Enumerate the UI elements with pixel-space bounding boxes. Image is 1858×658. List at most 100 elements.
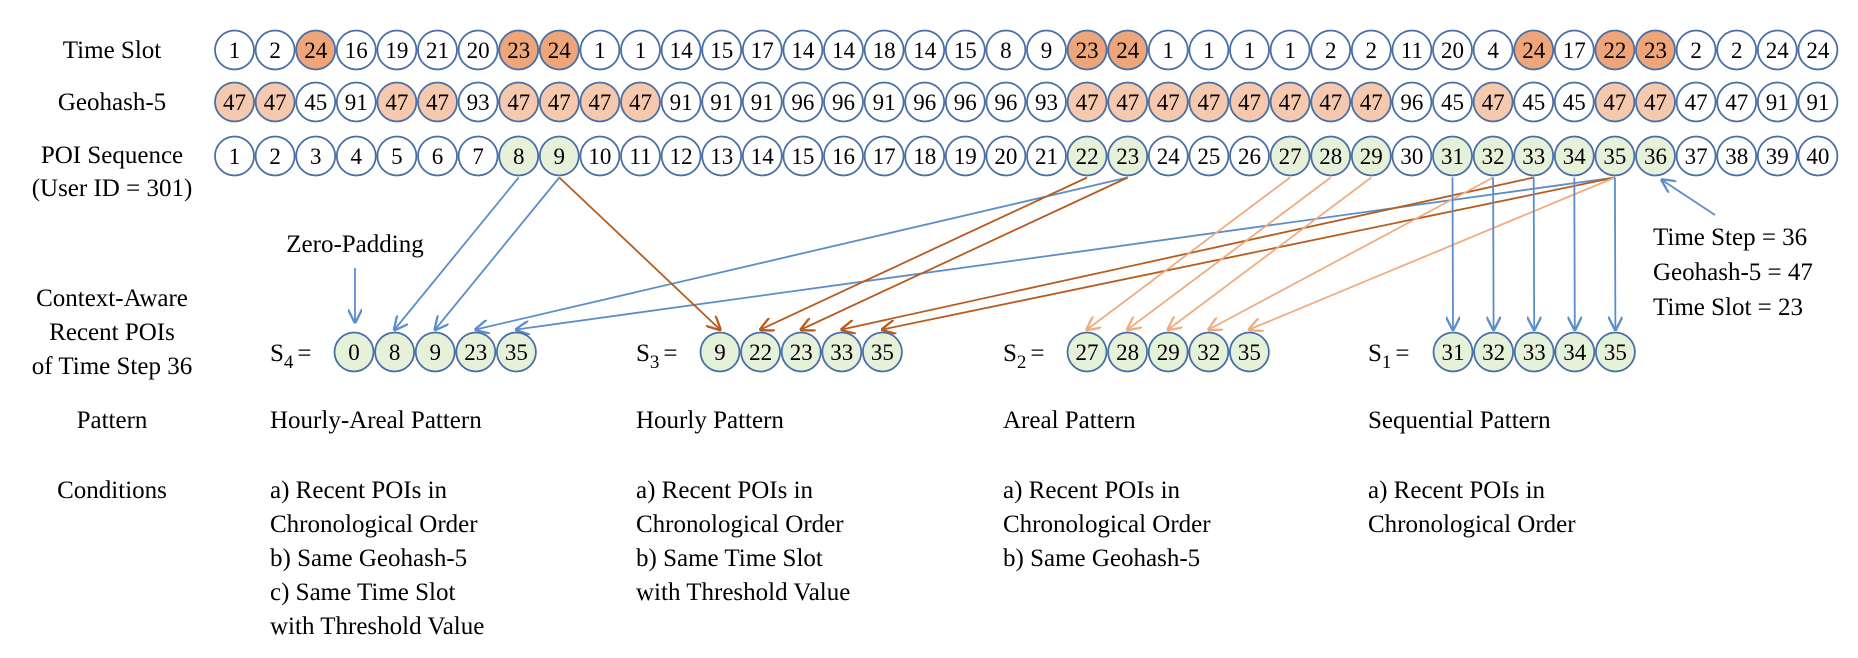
svg-text:91: 91 xyxy=(1806,90,1829,115)
arrow-to-s3 xyxy=(801,176,1129,330)
poi-cell: 18 xyxy=(904,135,946,177)
poi-cell: 14 xyxy=(741,135,783,177)
condition-s3: a) Recent POIs in xyxy=(636,477,814,504)
poi-cell: 9 xyxy=(538,135,580,177)
svg-text:47: 47 xyxy=(264,90,287,115)
geohash-cell: 47 xyxy=(1350,81,1392,123)
poi-cell: 4 xyxy=(335,135,377,177)
arrow-to-s2 xyxy=(1128,176,1332,330)
poi-cell: 17 xyxy=(863,135,905,177)
svg-text:8: 8 xyxy=(389,340,401,365)
arrow-to-s4 xyxy=(476,176,1128,330)
pattern-name-s4: Hourly-Areal Pattern xyxy=(270,407,482,434)
time-step-info-line3: Time Slot = 23 xyxy=(1653,294,1803,321)
geohash-cell: 47 xyxy=(620,81,661,123)
svg-text:23: 23 xyxy=(464,340,487,365)
group-s2-cell: 28 xyxy=(1107,331,1148,373)
svg-text:9: 9 xyxy=(1041,38,1053,63)
poi-cell: 29 xyxy=(1350,135,1392,177)
poi-cell: 25 xyxy=(1188,135,1230,177)
condition-s4: Chronological Order xyxy=(270,511,478,538)
geohash-cell: 91 xyxy=(863,81,905,123)
svg-text:91: 91 xyxy=(710,90,733,115)
time_slot-cell: 11 xyxy=(1391,29,1433,71)
group-s4-cell: 0 xyxy=(333,331,375,373)
condition-s2: b) Same Geohash-5 xyxy=(1003,545,1200,572)
geohash-cell: 91 xyxy=(701,81,743,123)
svg-text:23: 23 xyxy=(507,38,530,63)
poi-cell: 30 xyxy=(1391,135,1433,177)
zero-padding-label: Zero-Padding xyxy=(286,231,424,258)
condition-s1: a) Recent POIs in xyxy=(1368,477,1546,504)
time_slot-cell: 8 xyxy=(985,29,1027,71)
svg-text:17: 17 xyxy=(1563,38,1586,63)
svg-text:47: 47 xyxy=(1319,90,1342,115)
poi-cell: 27 xyxy=(1269,135,1311,177)
time_slot-cell: 17 xyxy=(1553,29,1595,71)
svg-text:10: 10 xyxy=(588,144,611,169)
time_slot-cell: 24 xyxy=(538,29,580,71)
arrow-to-s1 xyxy=(1615,177,1616,330)
poi-cell: 24 xyxy=(1147,135,1189,177)
time_slot-cell: 14 xyxy=(660,29,702,71)
group-s1-cell: 33 xyxy=(1513,331,1555,373)
time_slot-cell: 2 xyxy=(1716,29,1758,71)
svg-text:96: 96 xyxy=(954,90,977,115)
svg-text:12: 12 xyxy=(670,144,693,169)
svg-text:32: 32 xyxy=(1197,340,1220,365)
svg-text:24: 24 xyxy=(1806,38,1830,63)
geohash-cell: 96 xyxy=(823,81,864,123)
time_slot-cell: 16 xyxy=(335,29,377,71)
time_slot-cell: 23 xyxy=(1635,29,1676,71)
time_slot-cell: 14 xyxy=(823,29,864,71)
time-slot-label: Time Slot xyxy=(63,37,161,64)
time_slot-cell: 20 xyxy=(1432,29,1473,71)
time_slot-cell: 4 xyxy=(1472,29,1514,71)
poi-cell: 20 xyxy=(985,135,1027,177)
condition-s4: b) Same Geohash-5 xyxy=(270,545,467,572)
geohash-cell: 47 xyxy=(254,81,296,123)
svg-text:1: 1 xyxy=(1244,38,1256,63)
svg-text:96: 96 xyxy=(994,90,1017,115)
svg-text:47: 47 xyxy=(1197,90,1220,115)
condition-s2: Chronological Order xyxy=(1003,511,1211,538)
svg-text:29: 29 xyxy=(1157,340,1180,365)
group-label-s4: S4= xyxy=(270,340,312,373)
group-s4-cell: 35 xyxy=(496,331,537,373)
group-s1-cell: 34 xyxy=(1554,331,1596,373)
svg-text:23: 23 xyxy=(1116,144,1139,169)
svg-text:1: 1 xyxy=(635,38,647,63)
svg-text:34: 34 xyxy=(1563,144,1587,169)
svg-text:33: 33 xyxy=(1523,340,1546,365)
context-label-line1: Context-Aware xyxy=(36,285,188,312)
geohash-cell: 91 xyxy=(335,81,377,123)
poi-cell: 10 xyxy=(579,135,621,177)
geohash-cell: 47 xyxy=(1635,81,1676,123)
geohash-cell: 47 xyxy=(214,81,255,123)
svg-text:14: 14 xyxy=(751,144,775,169)
arrow-to-s2 xyxy=(1168,176,1372,330)
time-step-info-line2: Geohash-5 = 47 xyxy=(1653,259,1813,286)
svg-text:35: 35 xyxy=(505,340,528,365)
arrow-to-s3 xyxy=(882,176,1616,330)
group-s4-cell: 9 xyxy=(414,331,456,373)
svg-text:45: 45 xyxy=(304,90,327,115)
svg-text:24: 24 xyxy=(1157,144,1181,169)
svg-text:34: 34 xyxy=(1563,340,1587,365)
svg-text:47: 47 xyxy=(1279,90,1302,115)
group-s1-cell: 35 xyxy=(1595,331,1636,373)
geohash-cell: 96 xyxy=(944,81,986,123)
poi-cell: 34 xyxy=(1553,135,1595,177)
time_slot-cell: 1 xyxy=(620,29,661,71)
svg-text:3: 3 xyxy=(310,144,322,169)
geohash-cell: 47 xyxy=(1066,81,1108,123)
condition-s3: Chronological Order xyxy=(636,511,844,538)
geohash-label: Geohash-5 xyxy=(58,89,166,116)
conditions-label: Conditions xyxy=(57,477,167,504)
group-s2-cell: 29 xyxy=(1147,331,1189,373)
pattern-name-s1: Sequential Pattern xyxy=(1368,407,1551,434)
svg-text:29: 29 xyxy=(1360,144,1383,169)
time_slot-cell: 17 xyxy=(741,29,783,71)
svg-text:45: 45 xyxy=(1441,90,1464,115)
time_slot-cell: 1 xyxy=(579,29,621,71)
